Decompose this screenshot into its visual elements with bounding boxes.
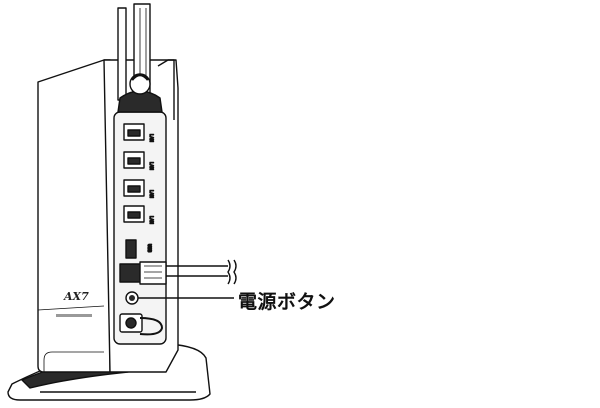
router-illustration: LAN LAN LAN LAN USB [7,3,211,401]
lan-label: LAN [149,134,154,142]
wan-cable-connector [119,261,167,285]
lan-port: LAN [123,151,155,171]
lan-label: LAN [149,190,154,198]
port-panel [113,111,167,345]
dc-power-connector [119,313,163,336]
brand-logo: AX7 [63,290,89,303]
lan-label: LAN [149,162,154,170]
usb-label: USB [147,244,152,252]
lan-port: LAN [123,205,155,225]
antenna-left [117,7,127,101]
usb-port: USB [125,239,153,259]
power-button-callout-label: 電源ボタン [238,291,336,313]
lan-port: LAN [123,123,155,143]
lan-label: LAN [149,216,154,224]
lan-port: LAN [123,179,155,199]
router-body [37,59,111,373]
lan-cable [166,259,237,285]
